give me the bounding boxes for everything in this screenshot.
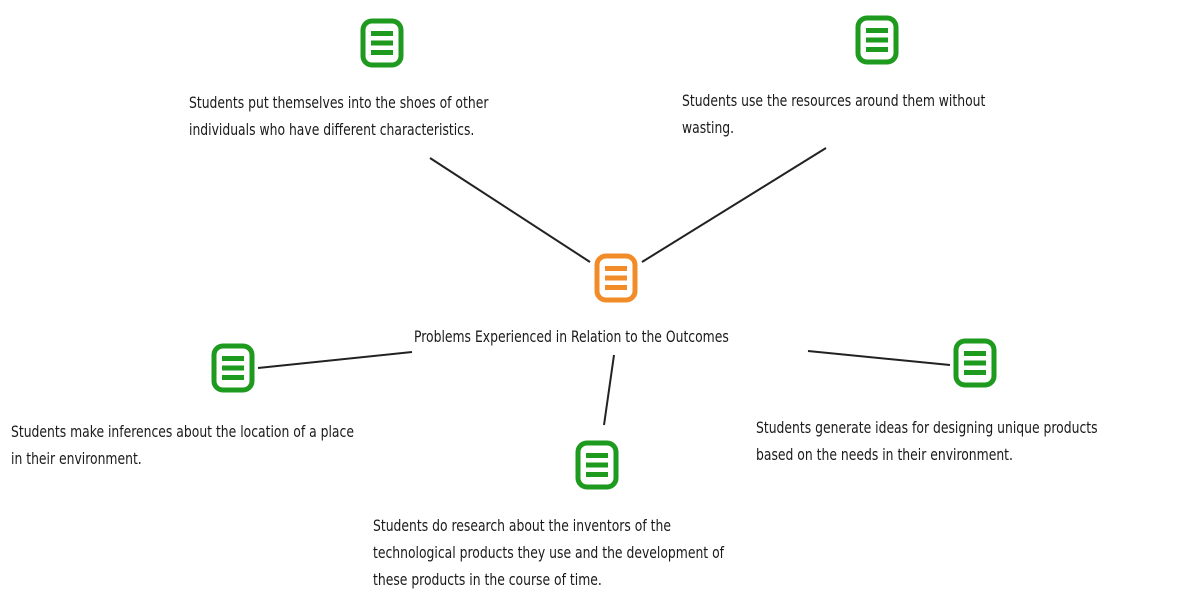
branch-label-inventors[interactable]: Students do research about the inventors… <box>373 512 724 593</box>
branch-label-line: these products in the course of time. <box>373 570 602 589</box>
central-topic-label[interactable]: Problems Experienced in Relation to the … <box>414 327 729 346</box>
branch-label-line: Students put themselves into the shoes o… <box>189 93 489 112</box>
branch-label-empathy[interactable]: Students put themselves into the shoes o… <box>189 89 488 143</box>
branch-label-line: technological products they use and the … <box>373 543 725 562</box>
central-note-icon[interactable] <box>594 253 638 303</box>
link-center-to-bottom <box>603 354 615 426</box>
branch-note-icon[interactable] <box>575 440 619 490</box>
branch-label-line: Students make inferences about the locat… <box>11 422 354 441</box>
branch-label-line: in their environment. <box>11 449 142 468</box>
branch-note-icon[interactable] <box>855 15 899 65</box>
branch-label-line: based on the needs in their environment. <box>756 445 1013 464</box>
link-center-to-mid-left <box>257 351 413 369</box>
branch-note-icon[interactable] <box>360 18 404 68</box>
branch-label-line: Students generate ideas for designing un… <box>756 418 1098 437</box>
branch-label-line: Students use the resources around them w… <box>682 91 986 110</box>
branch-label-line: Students do research about the inventors… <box>373 516 671 535</box>
link-center-to-top-right <box>641 147 827 263</box>
branch-note-icon[interactable] <box>211 343 255 393</box>
branch-note-icon[interactable] <box>953 338 997 388</box>
branch-label-location[interactable]: Students make inferences about the locat… <box>11 418 354 472</box>
branch-label-resources[interactable]: Students use the resources around them w… <box>682 87 985 141</box>
branch-label-line: wasting. <box>682 118 735 137</box>
link-center-to-top-left <box>429 157 591 263</box>
branch-label-design-ideas[interactable]: Students generate ideas for designing un… <box>756 414 1098 468</box>
branch-label-line: individuals who have different character… <box>189 120 475 139</box>
link-center-to-mid-right <box>807 350 951 366</box>
